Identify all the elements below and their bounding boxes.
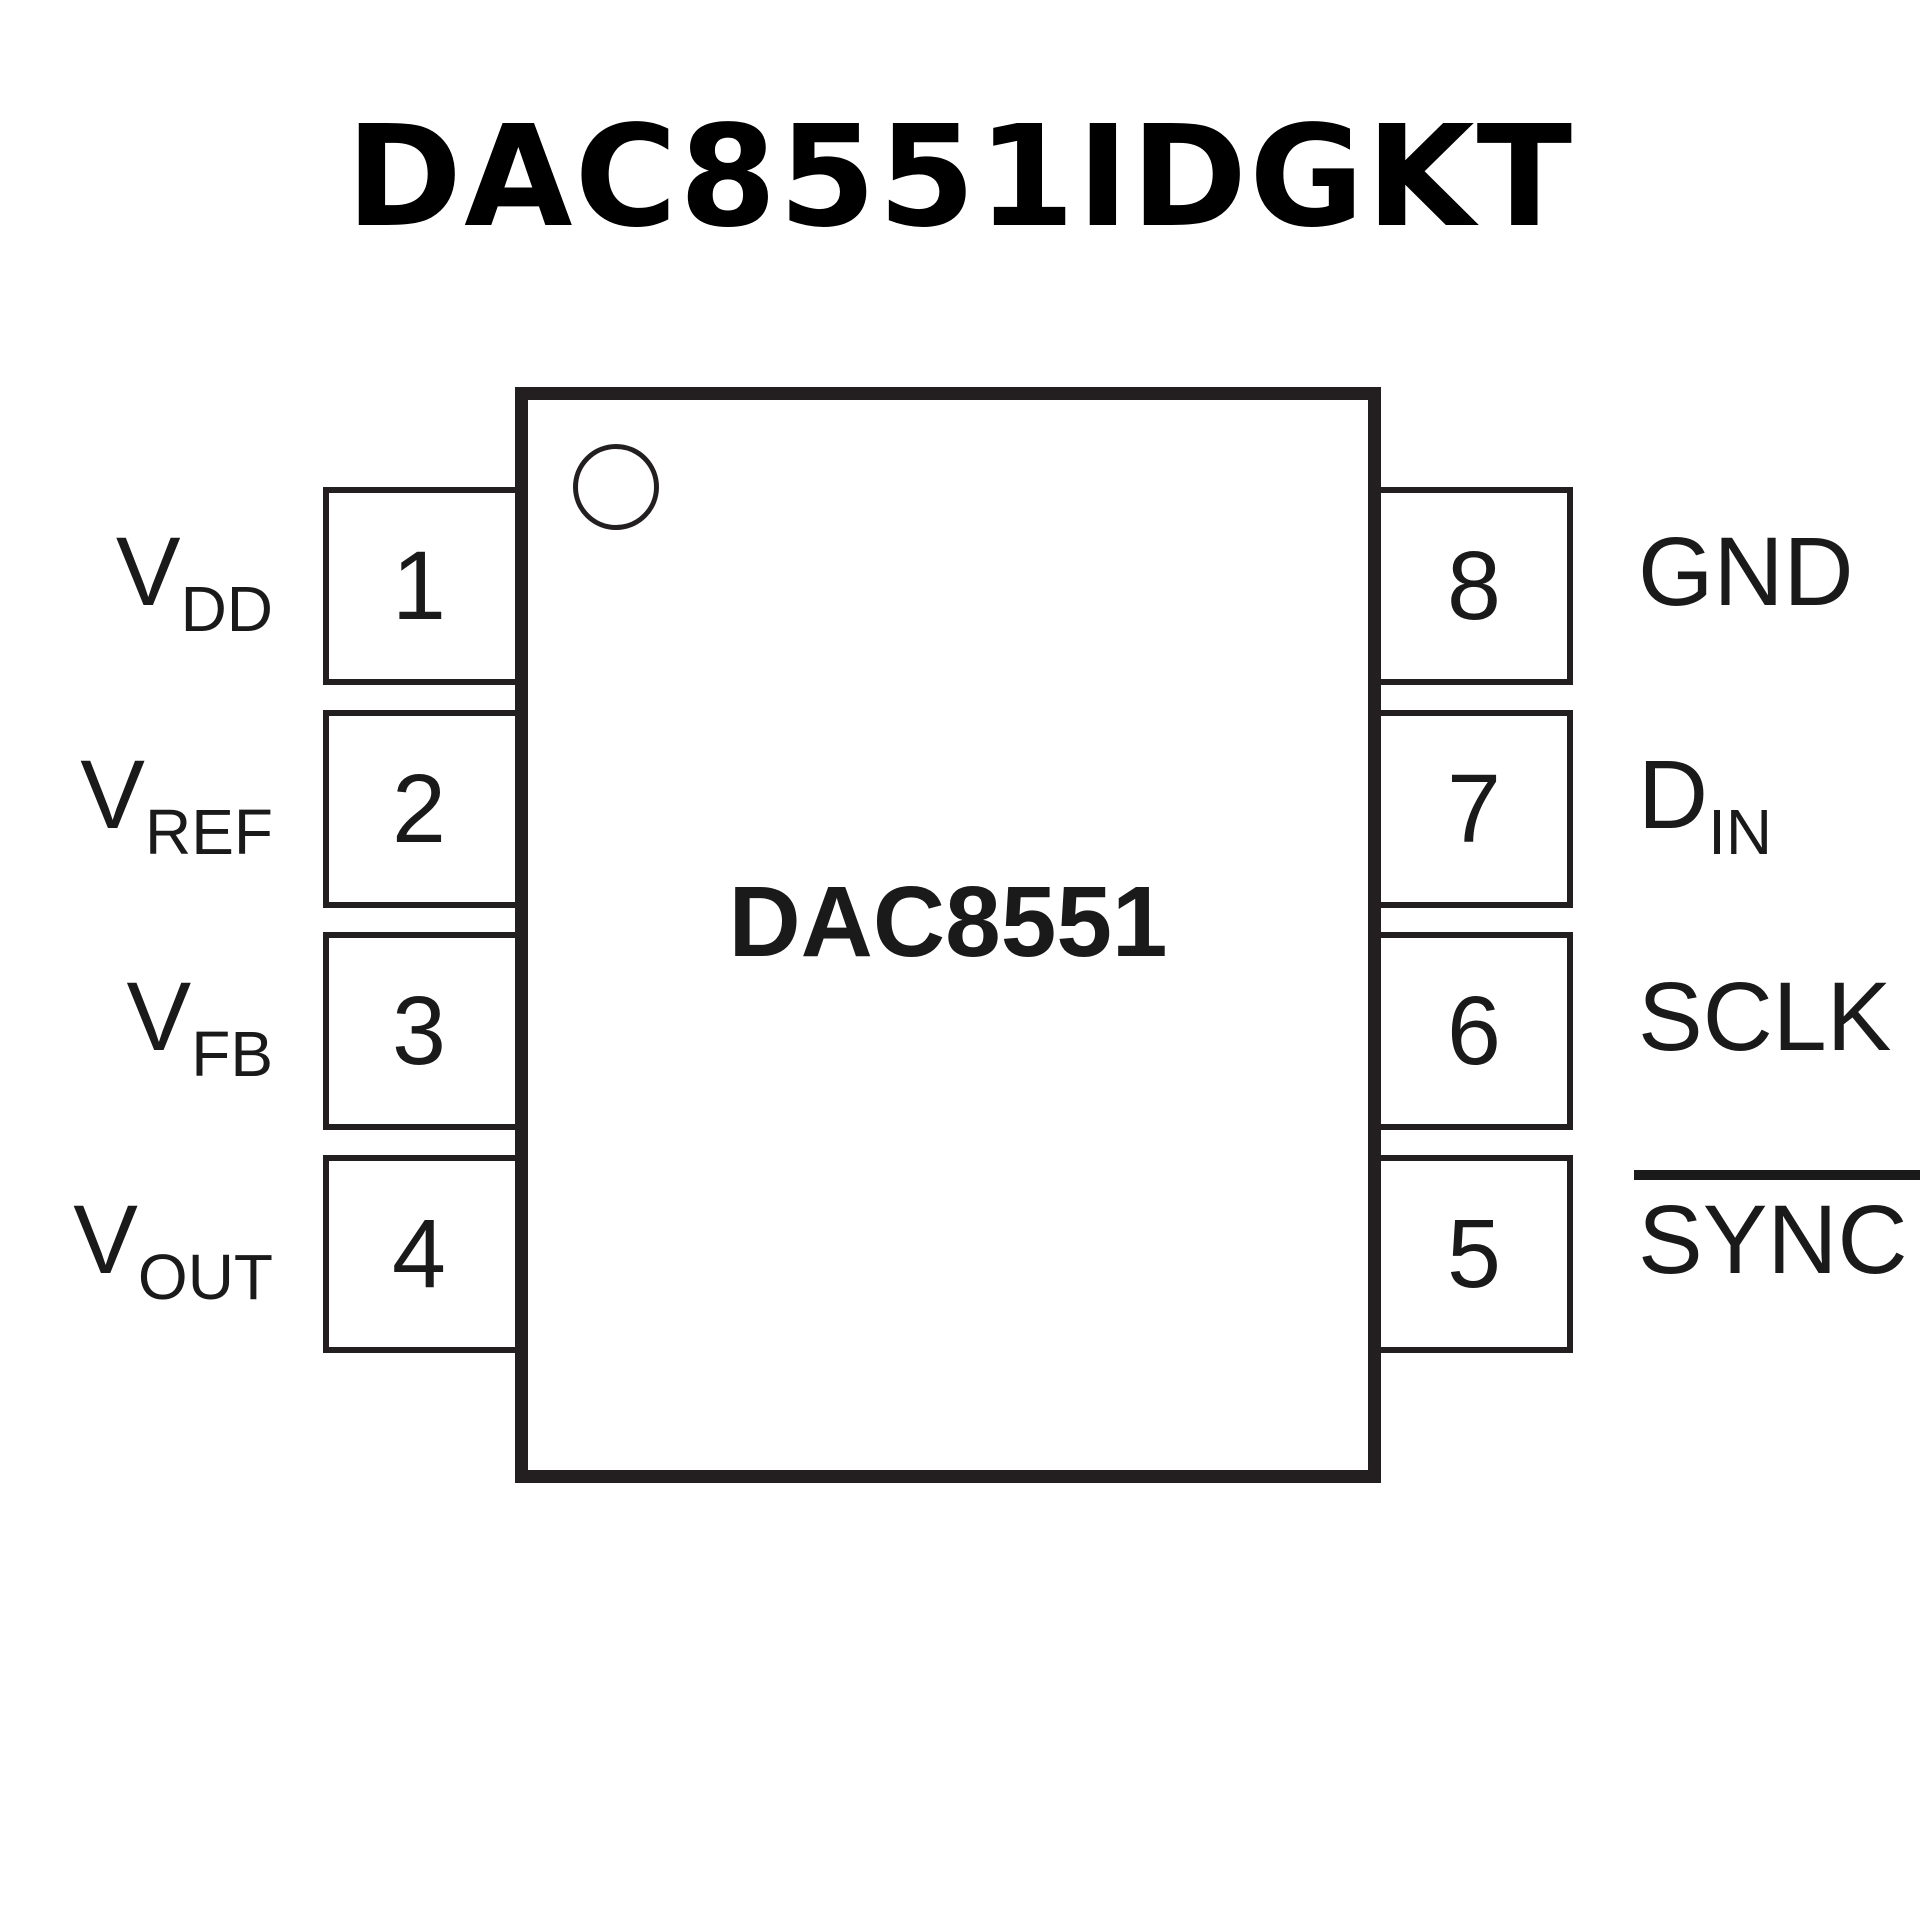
chip-label: DAC8551 xyxy=(728,866,1168,978)
pin-label-sync-active-low: SYNC xyxy=(1634,1170,1920,1294)
pin-number: 7 xyxy=(1447,754,1501,863)
pin-label-sub: OUT xyxy=(137,1241,273,1313)
pin-8: 8 xyxy=(1375,487,1573,685)
pin-label-main: V xyxy=(80,740,145,849)
pin1-marker-icon xyxy=(573,444,659,530)
pin-label-gnd: GND xyxy=(1638,518,1854,626)
pin-label-vfb: VFB xyxy=(126,962,273,1091)
pin-label-sclk: SCLK xyxy=(1638,963,1891,1071)
pin-7: 7 xyxy=(1375,710,1573,908)
pin-6: 6 xyxy=(1375,932,1573,1130)
pin-number: 3 xyxy=(392,976,446,1085)
ic-package-body xyxy=(515,387,1381,1483)
pin-label-din: DIN xyxy=(1638,740,1772,869)
pin-number: 8 xyxy=(1447,531,1501,640)
pin-label-sub: REF xyxy=(145,796,273,868)
pin-label-main: SYNC xyxy=(1634,1170,1920,1294)
pin-label-sub: IN xyxy=(1708,796,1773,868)
pin-label-vout: VOUT xyxy=(73,1185,273,1314)
pin-label-main: V xyxy=(115,517,181,626)
pin-label-sub: FB xyxy=(191,1018,273,1090)
pin-label-main: V xyxy=(73,1185,138,1294)
pin-2: 2 xyxy=(323,710,521,908)
pin-label-main: GND xyxy=(1638,517,1854,626)
pin-3: 3 xyxy=(323,932,521,1130)
pin-number: 1 xyxy=(392,531,446,640)
pin-number: 4 xyxy=(392,1199,446,1308)
pin-5: 5 xyxy=(1375,1155,1573,1353)
part-number-title: DAC8551IDGKT xyxy=(345,96,1575,259)
pin-label-main: V xyxy=(126,962,192,1071)
pin-number: 2 xyxy=(392,754,446,863)
pin-label-sub: DD xyxy=(180,573,273,645)
pin-label-main: D xyxy=(1638,740,1709,849)
pin-1: 1 xyxy=(323,487,521,685)
pin-number: 5 xyxy=(1447,1199,1501,1308)
pin-label-vdd: VDD xyxy=(115,517,273,646)
pin-label-vref: VREF xyxy=(80,740,273,869)
pin-4: 4 xyxy=(323,1155,521,1353)
pin-number: 6 xyxy=(1447,976,1501,1085)
pin-label-main: SCLK xyxy=(1638,962,1892,1071)
